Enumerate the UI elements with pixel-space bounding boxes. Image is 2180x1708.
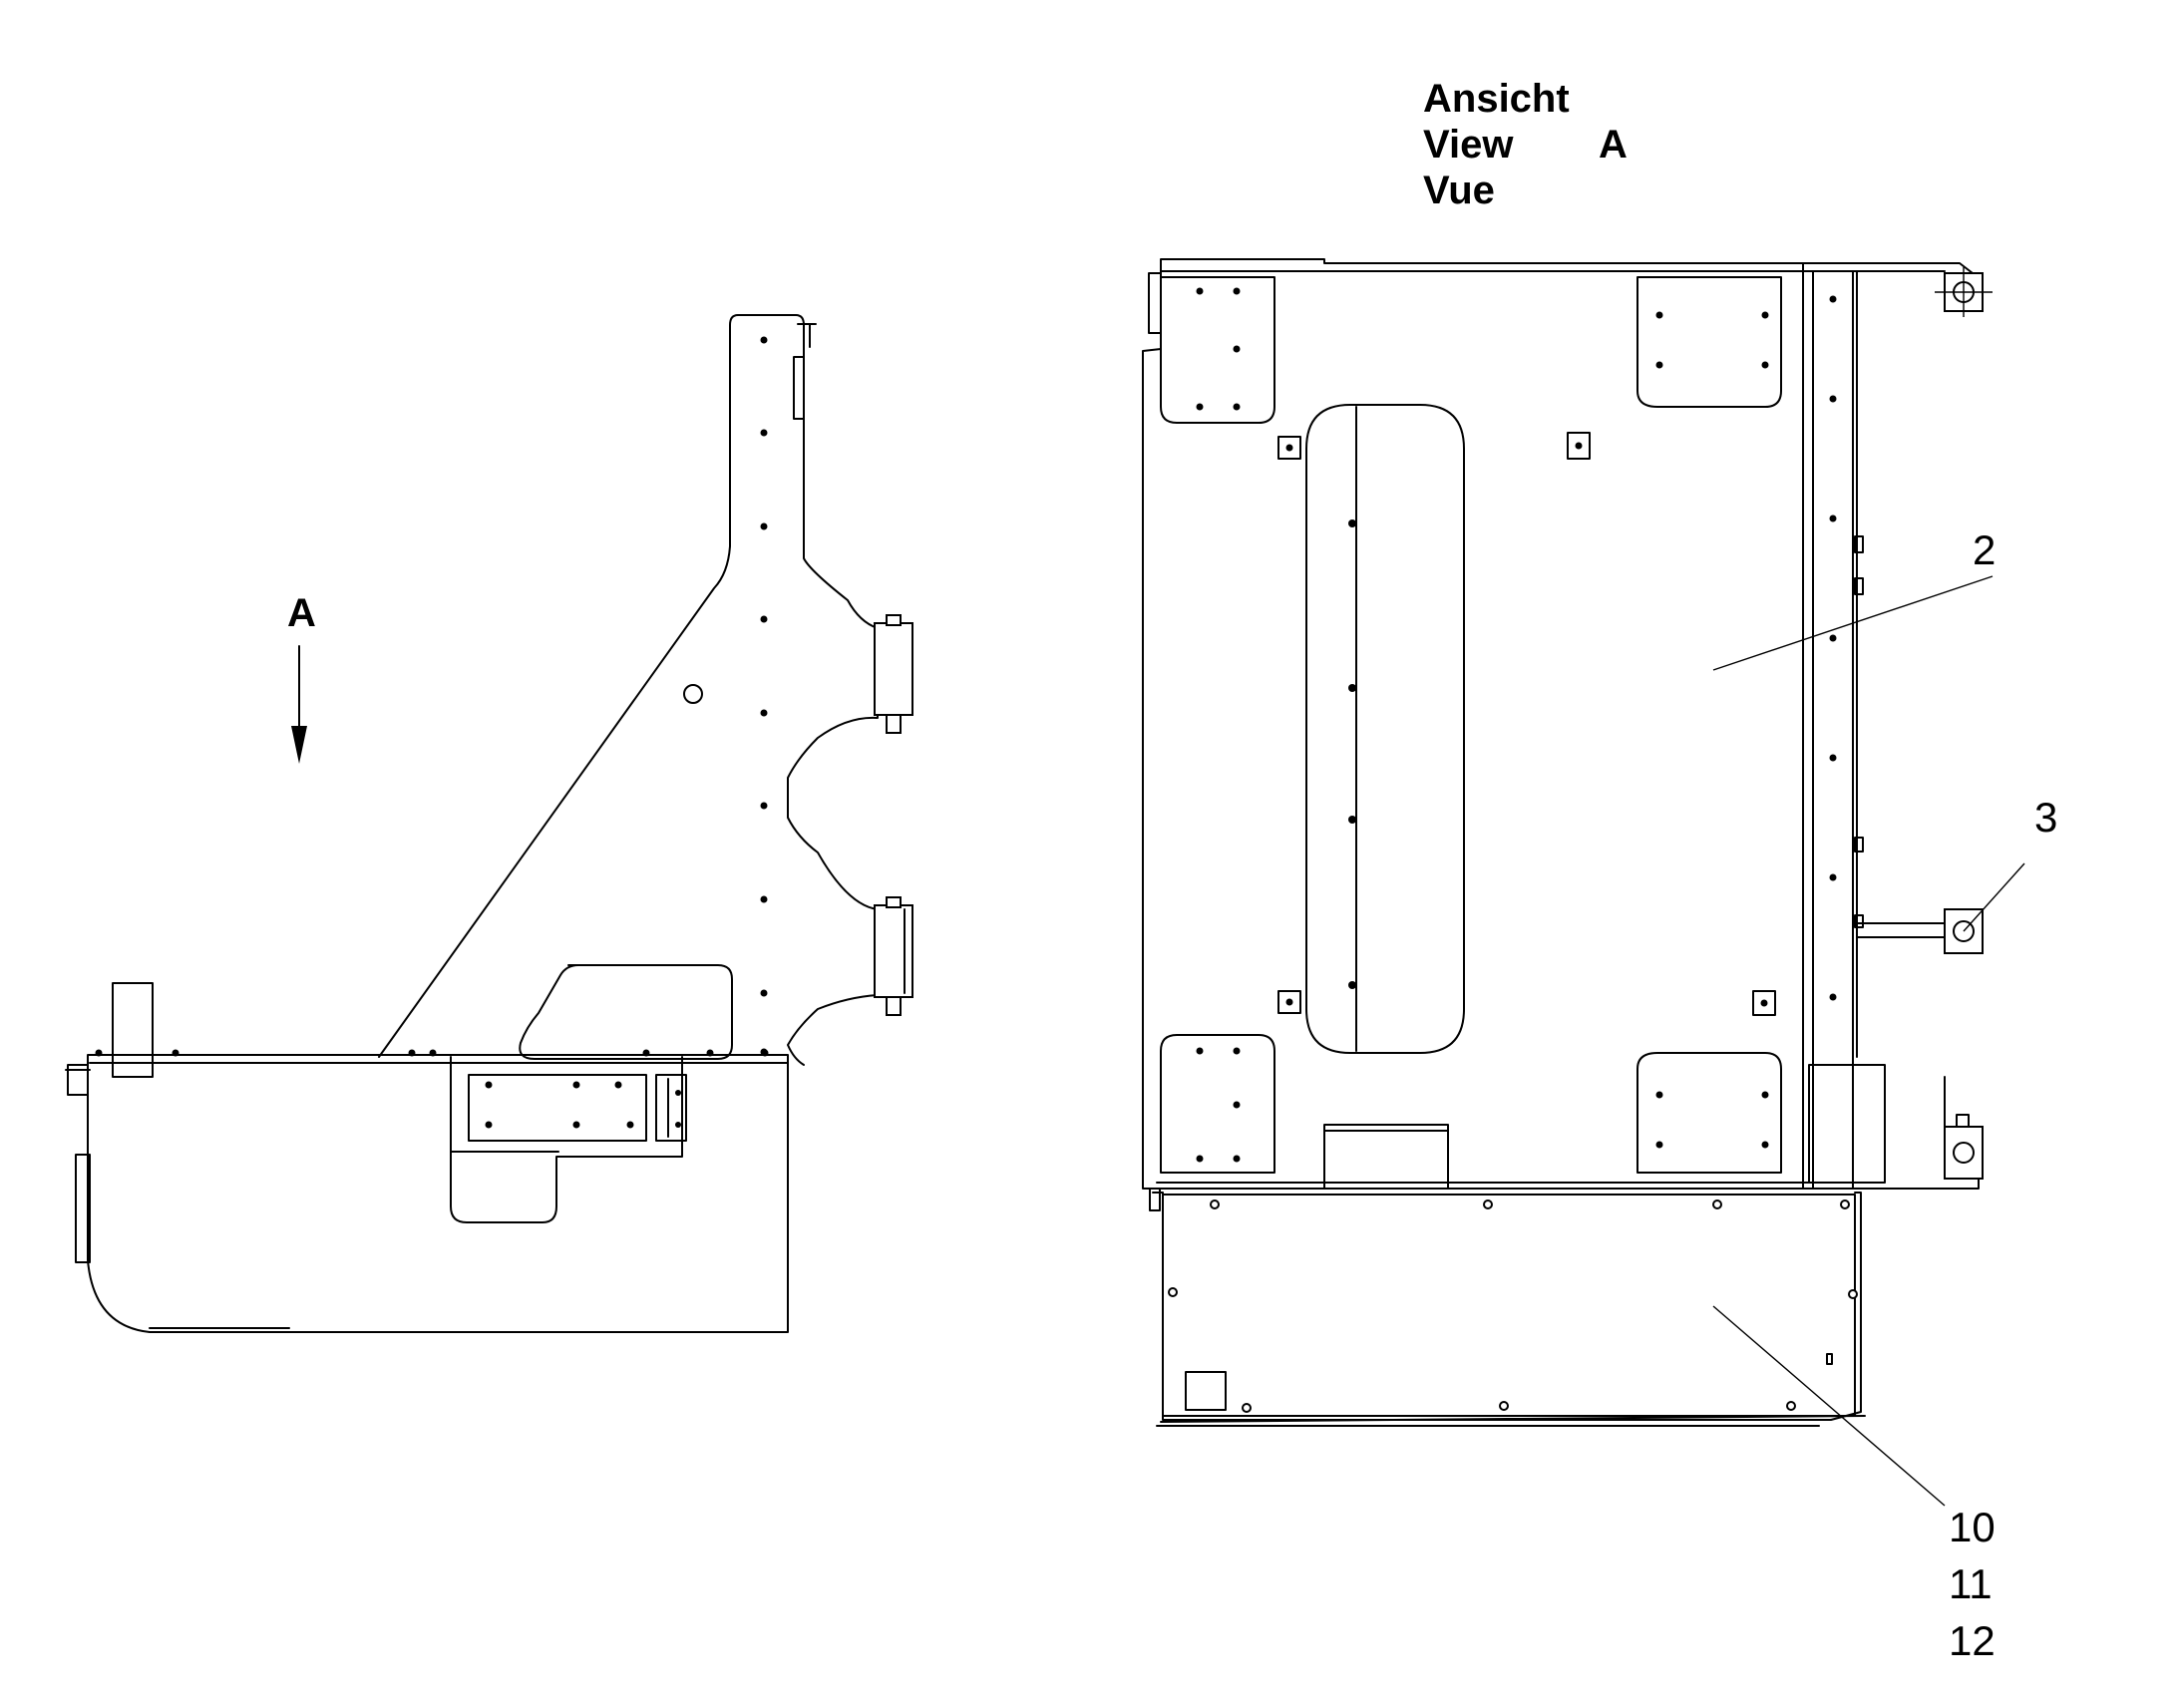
bracket-bolts xyxy=(760,336,768,1056)
side-bracket xyxy=(655,1074,687,1142)
side-view: A xyxy=(65,314,913,1333)
top-block xyxy=(112,982,154,1056)
callout-3: 3 xyxy=(2034,794,2057,841)
callout-11: 11 xyxy=(1949,1560,1993,1607)
side-plate xyxy=(75,1154,91,1263)
callout-2: 2 xyxy=(1973,526,1996,573)
front-panel xyxy=(450,1056,683,1223)
upper-hinge xyxy=(874,614,913,734)
leader-3 xyxy=(1963,862,2025,932)
pad-bottom-left xyxy=(1160,1034,1275,1174)
bracket-hole xyxy=(683,684,703,704)
bracket-cutout xyxy=(519,964,733,1060)
view-direction-letter: A xyxy=(287,591,316,635)
tank-body xyxy=(87,1054,789,1333)
leader-2 xyxy=(1712,575,1994,671)
mounting-plate-bolts xyxy=(485,1081,634,1129)
central-slot xyxy=(1305,404,1465,1054)
top-lifting-eye xyxy=(1935,267,1993,317)
channel-foot-block xyxy=(1808,1064,1886,1184)
cover-panel-bolts xyxy=(1168,1199,1858,1413)
channel-bolts xyxy=(1829,295,1837,1001)
top-rail xyxy=(1160,258,1974,312)
callout-10: 10 xyxy=(1949,1504,1996,1550)
view-header-line-1: Ansicht xyxy=(1423,77,1570,121)
clip-squares xyxy=(1277,432,1776,1016)
lower-hinge xyxy=(874,896,913,1016)
mounting-plate xyxy=(468,1074,647,1142)
view-direction-arrowhead xyxy=(291,726,307,764)
pad-top-right xyxy=(1636,276,1782,408)
bottom-lifting-eye xyxy=(1944,1114,1984,1180)
cover-panel-box xyxy=(1185,1371,1227,1411)
leader-10 xyxy=(1712,1305,1946,1507)
view-header-line-2: View xyxy=(1423,123,1514,167)
pad-bottom-right xyxy=(1636,1052,1782,1174)
bottom-center-block xyxy=(1323,1124,1449,1190)
support-bracket xyxy=(378,314,879,1066)
view-header-line-3: Vue xyxy=(1423,169,1495,212)
cover-panel xyxy=(1149,1188,1866,1427)
box-top-rivets xyxy=(95,1049,769,1057)
side-stub xyxy=(67,1064,89,1096)
pad-top-left xyxy=(1160,276,1275,424)
view-header-letter: A xyxy=(1599,123,1628,167)
view-a: Ansicht View Vue A xyxy=(1142,77,2057,1664)
bracket-edge-clip xyxy=(793,356,805,420)
callout-12: 12 xyxy=(1949,1617,1996,1664)
